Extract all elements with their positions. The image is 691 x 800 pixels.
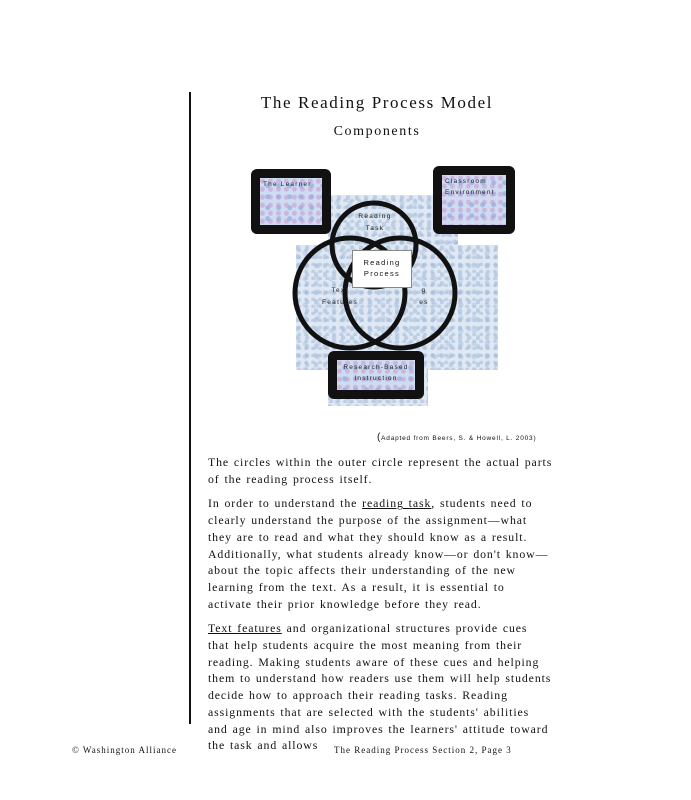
text-features-label: Text Features <box>321 287 359 306</box>
body-text: The circles within the outer circle repr… <box>208 454 553 762</box>
learner-label: The Learner <box>263 181 312 188</box>
page-subtitle: Components <box>333 124 421 139</box>
reading-task-label: Reading Task <box>358 213 392 232</box>
research-based-label: Research-Based <box>343 364 409 371</box>
margin-rule <box>189 92 191 724</box>
credit-open-paren: ( <box>377 432 382 443</box>
instruction-label: Instruction <box>354 375 398 382</box>
paragraph-2: In order to understand the reading task,… <box>208 496 549 611</box>
environment-label: Environment <box>445 189 495 196</box>
paragraph-3: Text features and organizational structu… <box>208 621 552 753</box>
text-features-circle <box>292 235 408 351</box>
reading-task-term: reading task <box>362 496 432 511</box>
learner-box: The Learner <box>251 169 331 234</box>
reading-process-box: Reading Process <box>352 250 412 288</box>
right-circle-label: g es <box>419 287 429 306</box>
reading-process-diagram: The Learner Classroom Environment Resear… <box>248 163 518 408</box>
diagram-circles <box>292 200 458 351</box>
diagram-credit: (Adapted from Beers, S. & Howell, L. 200… <box>377 432 536 443</box>
reading-process-label-1: Reading <box>363 258 401 267</box>
credit-text: Adapted from Beers, S. & Howell, L. 2003… <box>381 435 537 442</box>
footer-copyright: © Washington Alliance <box>72 745 177 755</box>
page-title: The Reading Process Model <box>260 93 494 112</box>
text-features-term: Text features <box>208 621 282 636</box>
footer-page-info: The Reading Process Section 2, Page 3 <box>334 745 512 755</box>
reading-process-label-2: Process <box>363 269 401 278</box>
research-based-instruction-box: Research-Based Instruction <box>328 351 424 399</box>
classroom-environment-box: Classroom Environment <box>433 166 515 234</box>
classroom-label: Classroom <box>445 178 487 185</box>
paragraph-1: The circles within the outer circle repr… <box>208 455 553 486</box>
right-circle <box>342 235 458 351</box>
